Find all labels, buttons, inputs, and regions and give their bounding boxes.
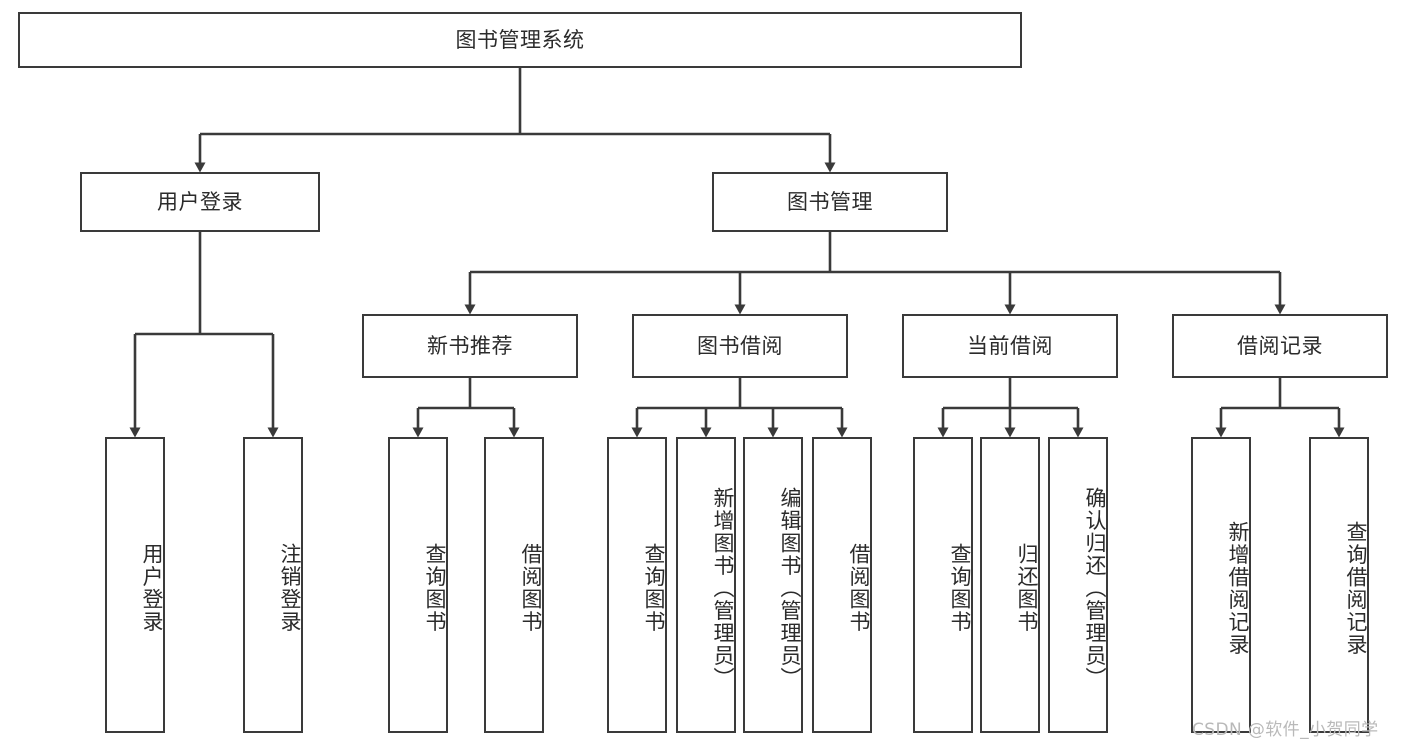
leaf-book-borrow-1-label: 查询图书 xyxy=(642,543,666,633)
leaf-book-borrow-4[interactable]: 借阅图书 xyxy=(812,437,872,733)
leaf-current-borrow-1-label: 查询图书 xyxy=(948,543,972,633)
leaf-new-book-2-label: 借阅图书 xyxy=(519,543,543,633)
leaf-user-login-1-label: 用户登录 xyxy=(140,543,164,633)
csdn-watermark: CSDN @软件_小贺同学 xyxy=(1192,720,1379,740)
leaf-new-book-2[interactable]: 借阅图书 xyxy=(484,437,544,733)
leaf-current-borrow-2-label: 归还图书 xyxy=(1015,543,1039,633)
leaf-current-borrow-1[interactable]: 查询图书 xyxy=(913,437,973,733)
leaf-book-borrow-2-label: 新增图书（管理员） xyxy=(711,486,735,690)
node-user-login[interactable]: 用户登录 xyxy=(80,172,320,232)
leaf-borrow-record-1[interactable]: 新增借阅记录 xyxy=(1191,437,1251,733)
leaf-current-borrow-2[interactable]: 归还图书 xyxy=(980,437,1040,733)
leaf-new-book-1[interactable]: 查询图书 xyxy=(388,437,448,733)
node-book-manage-label: 图书管理 xyxy=(787,189,873,214)
node-book-borrow[interactable]: 图书借阅 xyxy=(632,314,848,378)
leaf-borrow-record-1-label: 新增借阅记录 xyxy=(1226,520,1250,656)
leaf-borrow-record-2-label: 查询借阅记录 xyxy=(1344,520,1368,656)
leaf-book-borrow-4-label: 借阅图书 xyxy=(847,543,871,633)
leaf-current-borrow-3[interactable]: 确认归还（管理员） xyxy=(1048,437,1108,733)
node-root-label: 图书管理系统 xyxy=(455,27,585,52)
node-root[interactable]: 图书管理系统 xyxy=(18,12,1022,68)
leaf-user-login-2[interactable]: 注销登录 xyxy=(243,437,303,733)
leaf-new-book-1-label: 查询图书 xyxy=(423,543,447,633)
leaf-borrow-record-2[interactable]: 查询借阅记录 xyxy=(1309,437,1369,733)
node-new-book[interactable]: 新书推荐 xyxy=(362,314,578,378)
leaf-user-login-1[interactable]: 用户登录 xyxy=(105,437,165,733)
node-current-borrow[interactable]: 当前借阅 xyxy=(902,314,1118,378)
node-user-login-label: 用户登录 xyxy=(157,189,243,214)
node-new-book-label: 新书推荐 xyxy=(427,333,513,358)
leaf-book-borrow-2[interactable]: 新增图书（管理员） xyxy=(676,437,736,733)
leaf-book-borrow-3[interactable]: 编辑图书（管理员） xyxy=(743,437,803,733)
node-book-manage[interactable]: 图书管理 xyxy=(712,172,948,232)
node-book-borrow-label: 图书借阅 xyxy=(697,333,783,358)
leaf-book-borrow-1[interactable]: 查询图书 xyxy=(607,437,667,733)
node-current-borrow-label: 当前借阅 xyxy=(967,333,1053,358)
leaf-user-login-2-label: 注销登录 xyxy=(278,543,302,633)
leaf-book-borrow-3-label: 编辑图书（管理员） xyxy=(778,486,802,690)
node-borrow-record-label: 借阅记录 xyxy=(1237,333,1323,358)
node-borrow-record[interactable]: 借阅记录 xyxy=(1172,314,1388,378)
leaf-current-borrow-3-label: 确认归还（管理员） xyxy=(1083,486,1107,690)
